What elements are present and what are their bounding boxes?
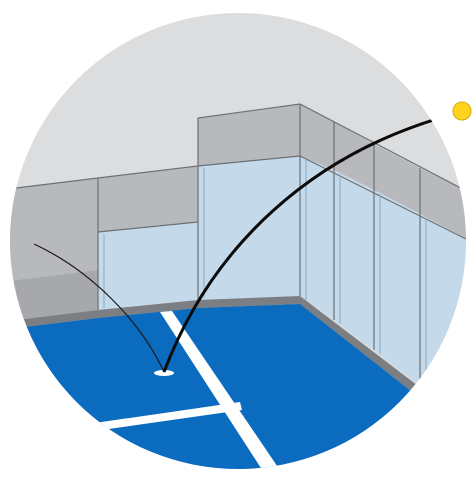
side-wall-upper-2	[334, 122, 374, 190]
side-wall-upper-3	[374, 144, 420, 214]
ball-trajectory	[162, 110, 463, 373]
ball	[452, 101, 472, 121]
back-wall-left-lower	[10, 270, 98, 322]
back-wall-mid-upper	[98, 166, 198, 232]
incoming-trajectory	[33, 243, 165, 373]
back-wall-mid-glass	[98, 222, 198, 310]
side-wall-upper-1	[300, 104, 334, 170]
side-wall-glass-1	[300, 156, 334, 320]
side-wall-glass-4	[420, 214, 466, 430]
side-wall-upper-4	[420, 168, 466, 244]
side-wall-glass-3	[374, 190, 420, 386]
wall-outlines	[10, 103, 466, 386]
side-wall-glass-2	[334, 170, 374, 350]
bounce-mark	[154, 370, 174, 376]
back-wall-left-upper	[10, 178, 98, 282]
center-service-line	[160, 311, 288, 469]
back-wall-tall-upper	[198, 104, 300, 166]
